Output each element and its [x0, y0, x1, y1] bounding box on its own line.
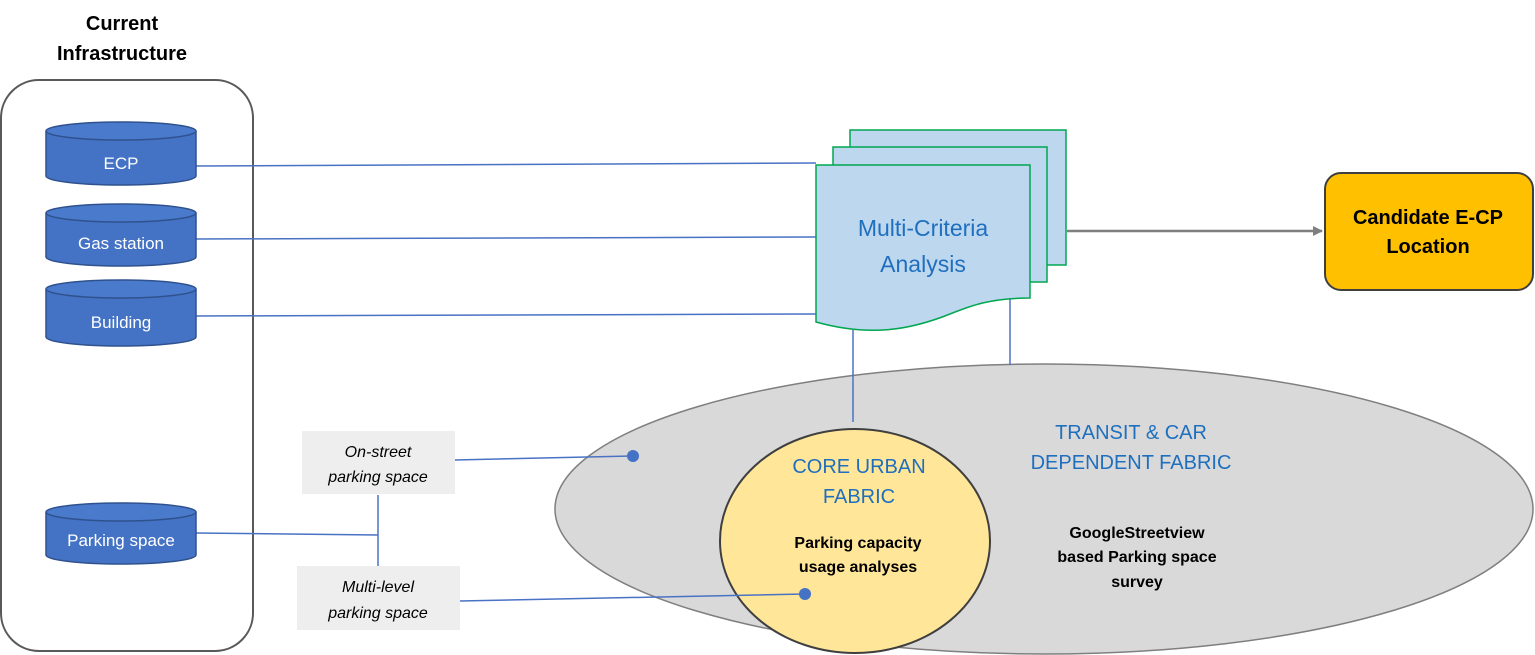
on-street-label-line2: parking space — [327, 469, 428, 486]
core-zone-label-line2: FABRIC — [823, 486, 895, 508]
outer-zone-label-line1: TRANSIT & CAR — [1055, 422, 1207, 444]
multi-level-label-line2: parking space — [327, 605, 428, 622]
analysis-label-line1: Multi-Criteria — [858, 215, 989, 241]
core-zone-label-line1: CORE URBAN — [792, 456, 925, 478]
infrastructure-title-line1: Current — [86, 13, 159, 35]
connector-parking-branch — [195, 532, 379, 536]
parking-space-label: Parking space — [67, 531, 175, 550]
connector-on-street — [454, 455, 633, 461]
building-label: Building — [91, 313, 152, 332]
transit-car-dependent-zone — [554, 363, 1534, 655]
ecp-label: ECP — [104, 154, 139, 173]
connector-building — [195, 313, 817, 317]
candidate-label-line2: Location — [1386, 236, 1469, 258]
candidate-location-box — [1324, 172, 1534, 291]
multi-level-parking-box — [297, 566, 460, 630]
infrastructure-title-line2: Infrastructure — [57, 43, 187, 65]
gas-station-label: Gas station — [78, 234, 164, 253]
multi-level-endpoint-dot — [799, 588, 811, 600]
multi-level-label-line1: Multi-level — [342, 579, 414, 596]
outer-zone-label-line2: DEPENDENT FABRIC — [1031, 452, 1232, 474]
connector-multi-level — [459, 593, 805, 602]
on-street-parking-box — [302, 431, 455, 494]
parking-analysis-label-line2: usage analyses — [799, 559, 917, 576]
analysis-label-line2: Analysis — [880, 251, 966, 277]
multi-criteria-analysis-documents — [815, 129, 1067, 331]
building-database-icon — [45, 279, 197, 347]
on-street-label-line1: On-street — [345, 444, 412, 461]
gas-station-database-icon — [45, 203, 197, 267]
ecp-database-icon — [45, 121, 197, 186]
on-street-endpoint-dot — [627, 450, 639, 462]
parking-space-database-icon — [45, 502, 197, 565]
connector-ecp — [195, 162, 817, 167]
survey-label-line2: based Parking space — [1057, 549, 1216, 566]
core-urban-zone — [719, 428, 991, 654]
survey-label-line1: GoogleStreetview — [1069, 525, 1205, 542]
survey-label-line3: survey — [1111, 574, 1163, 591]
candidate-label-line1: Candidate E-CP — [1353, 207, 1503, 229]
connector-gas-station — [195, 236, 817, 240]
parking-analysis-label-line1: Parking capacity — [794, 535, 921, 552]
connector-lines — [195, 162, 1011, 602]
